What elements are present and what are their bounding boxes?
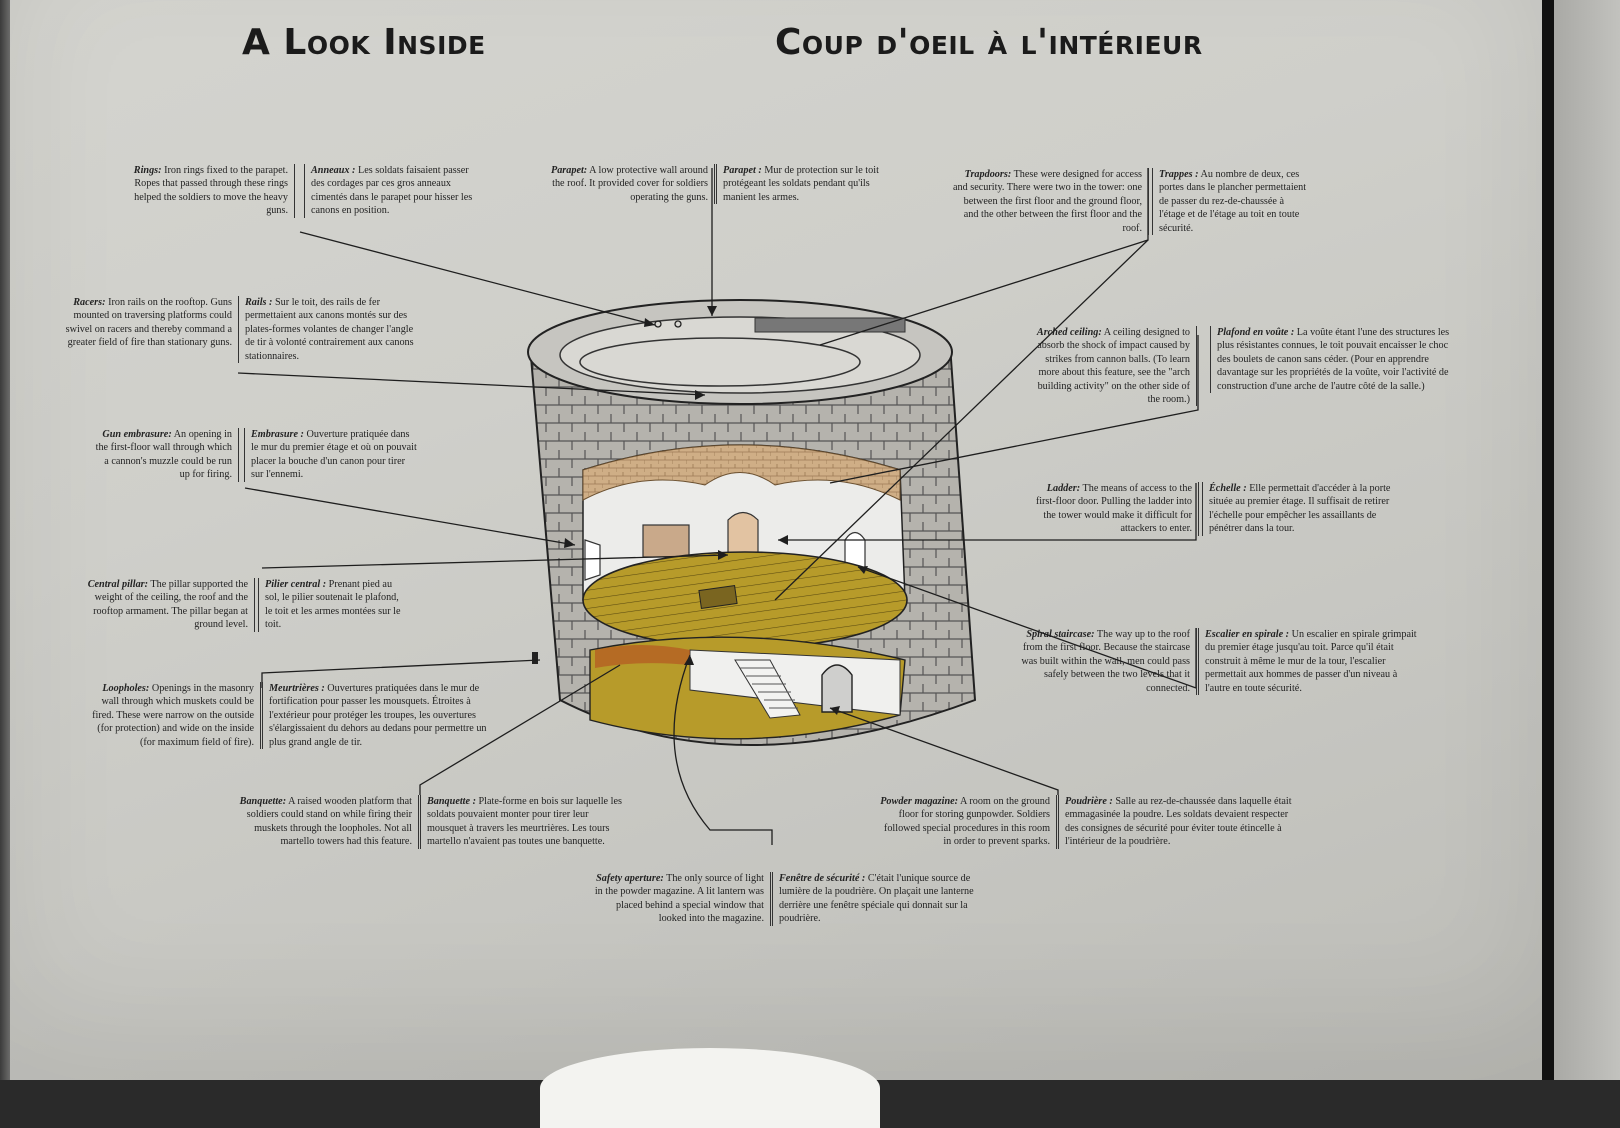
martello-tower-diagram [237,168,1199,845]
ring-2 [674,320,682,328]
label-staircase-en: Spiral staircase: The way up to the roof… [1010,628,1197,696]
banquette-ledge [595,645,690,668]
staircase [734,659,801,719]
label-loopholes-en: Loopholes: Openings in the masonry wall … [84,682,261,750]
racer-rail [579,337,861,387]
label-trapdoors-en: Trapdoors: These were designed for acces… [952,168,1149,236]
label-arched-fr: Plafond en voûte : La voûte étant l'une … [1210,326,1462,394]
label-powder-en: Powder magazine: A room on the ground fl… [874,795,1057,849]
label-racers-fr: Rails : Sur le toit, des rails de fer pe… [238,296,423,364]
label-ladder-fr: Échelle : Elle permettait d'accéder à la… [1202,482,1409,536]
label-trapdoors-fr: Trappes : Au nombre de deux, ces portes … [1152,168,1309,236]
powder-magazine-door [821,664,853,713]
first-floor [582,551,908,649]
label-loopholes-fr: Meurtrières : Ouvertures pratiquées dans… [262,682,503,750]
label-powder-fr: Poudrière : Salle au rez-de-chaussée dan… [1058,795,1295,849]
label-pillar-en: Central pillar: The pillar supported the… [86,578,255,632]
label-rings-en: Rings: Iron rings fixed to the parapet. … [118,164,295,218]
label-rings-fr: Anneaux : Les soldats faisaient passer d… [304,164,483,218]
fireplace [642,524,690,558]
title-english: A Look Inside [242,22,486,63]
label-embrasure-fr: Embrasure : Ouverture pratiquée dans le … [244,428,417,482]
wall-right [1554,0,1620,1080]
label-banquette-en: Banquette: A raised wooden platform that… [232,795,419,849]
label-arched-en: Arched ceiling: A ceiling designed to ab… [1028,326,1197,407]
label-safety-en: Safety aperture: The only source of ligh… [588,872,771,926]
parapet-block [754,317,906,333]
embrasure [584,539,601,581]
label-parapet-fr: Parapet : Mur de protection sur le toit … [716,164,893,205]
trapdoor [698,585,738,609]
loophole [532,652,538,664]
label-embrasure-en: Gun embrasure: An opening in the first-f… [92,428,239,482]
arched-ceiling [582,444,901,501]
leader-lines [237,168,1199,845]
label-banquette-fr: Banquette : Plate-forme en bois sur laqu… [420,795,627,849]
label-staircase-fr: Escalier en spirale : Un escalier en spi… [1198,628,1420,696]
roof-inner [559,316,921,394]
arrowheads [564,306,868,715]
staircase-steps [740,667,798,709]
label-safety-fr: Fenêtre de sécurité : C'était l'unique s… [772,872,989,926]
label-parapet-en: Parapet: A low protective wall around th… [540,164,715,205]
label-ladder-en: Ladder: The means of access to the first… [1026,482,1199,536]
ring-1 [654,320,662,328]
title-french: Coup d'oeil à l'intérieur [775,22,1203,63]
label-racers-en: Racers: Iron rails on the rooftop. Guns … [60,296,239,350]
label-pillar-fr: Pilier central : Prenant pied au sol, le… [258,578,405,632]
